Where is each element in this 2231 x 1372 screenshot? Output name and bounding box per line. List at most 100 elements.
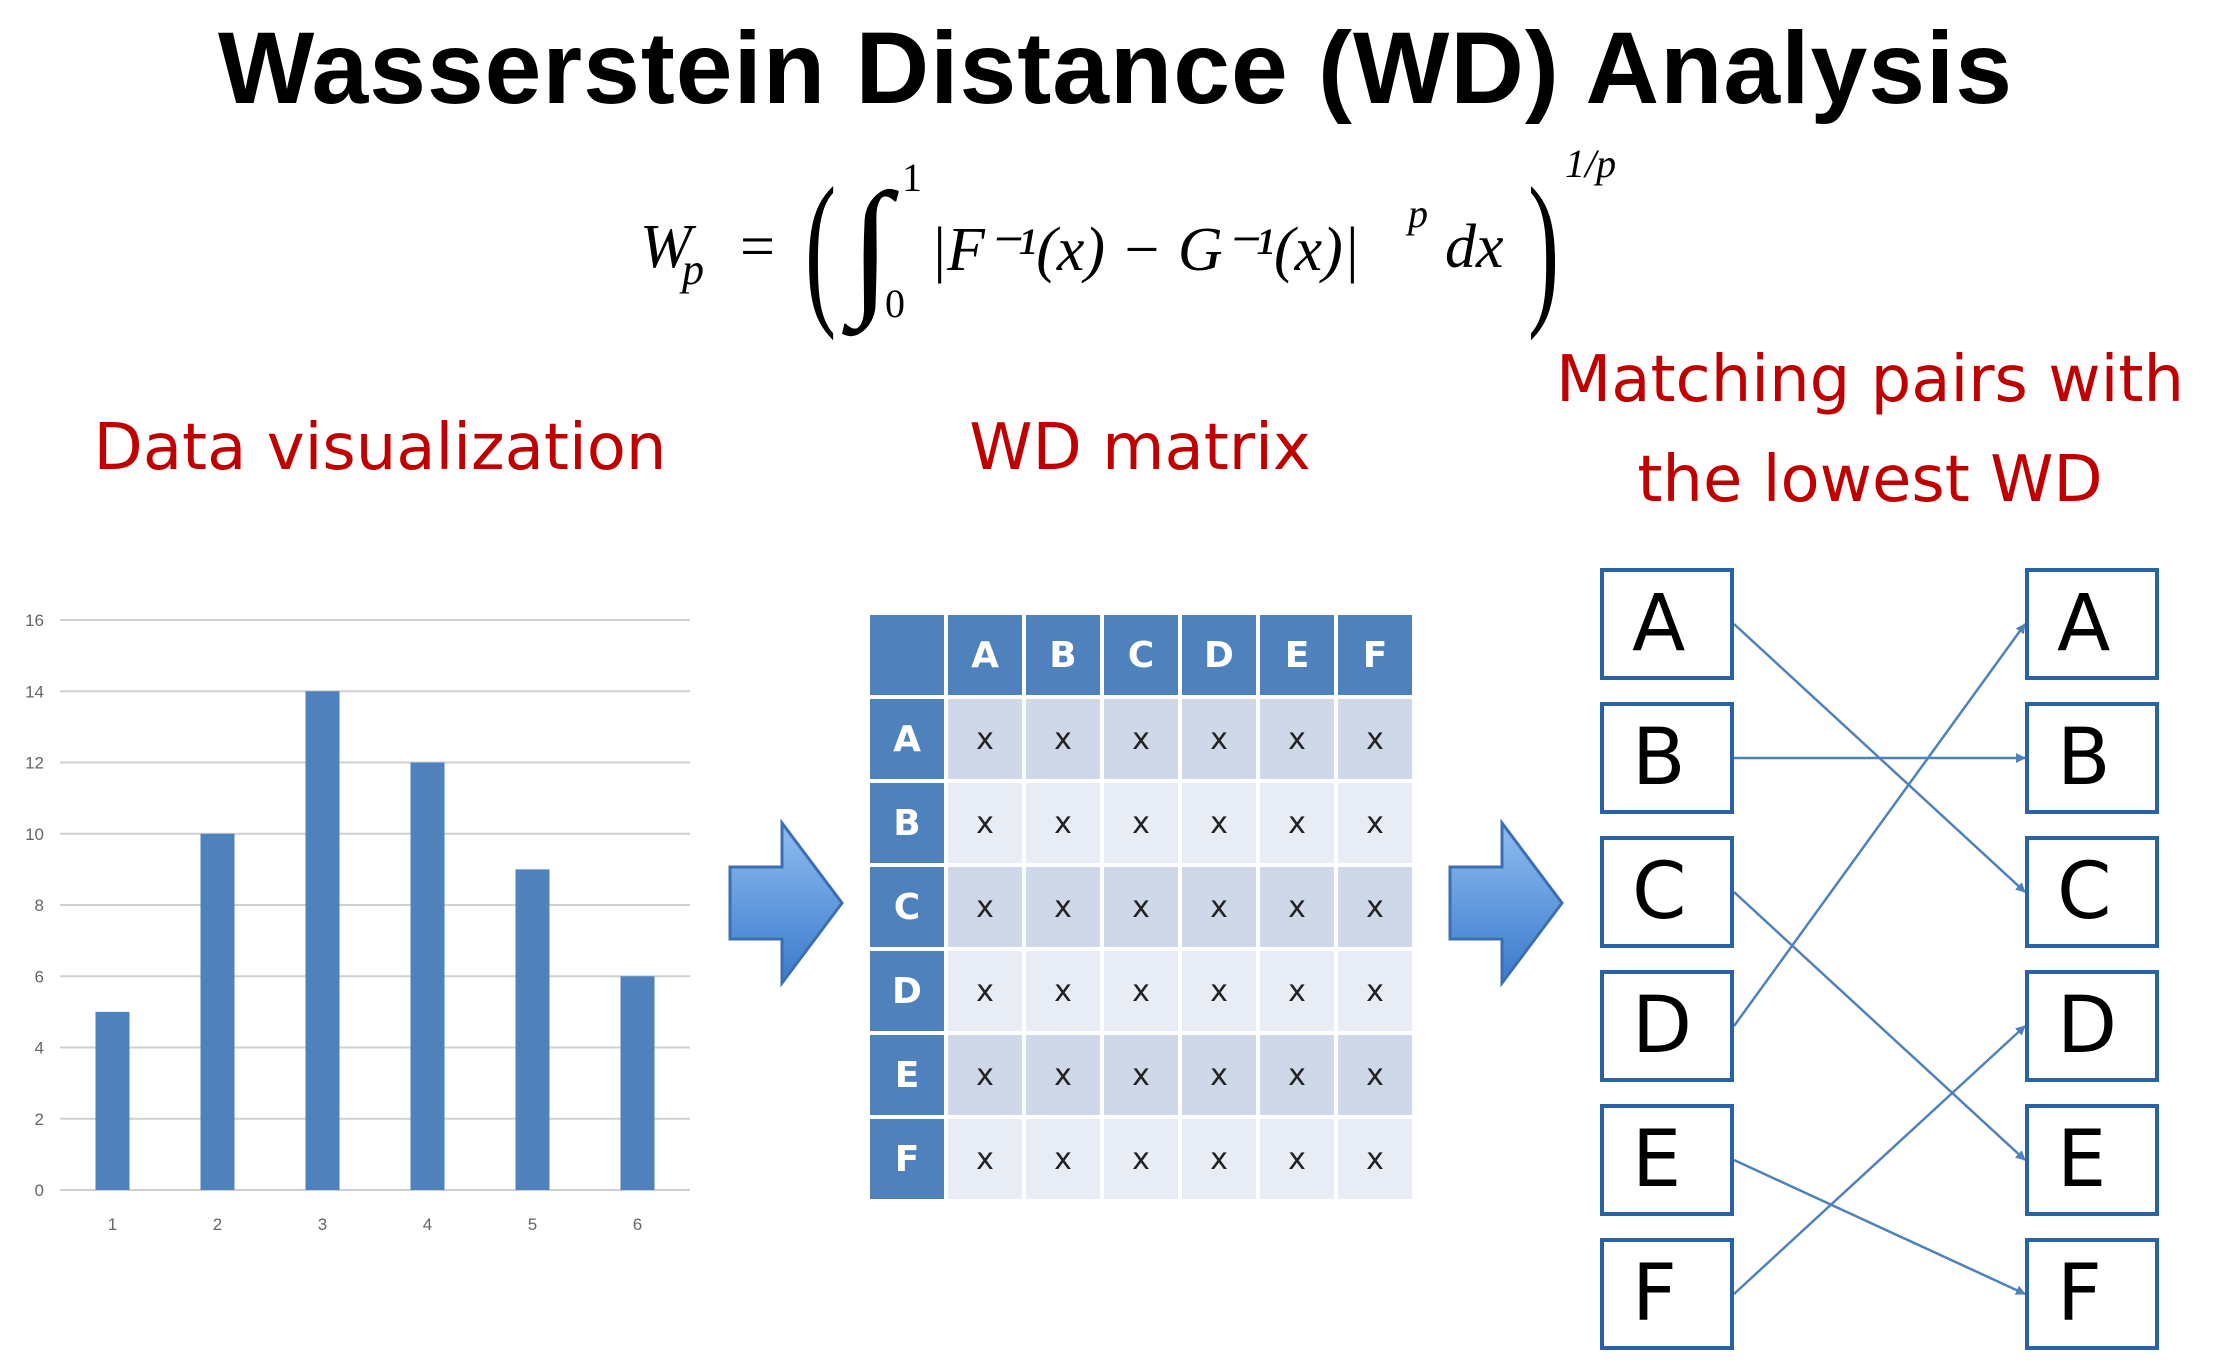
matrix-cell: x [1338,1119,1412,1199]
matrix-cell: x [1338,867,1412,947]
heading-wd-matrix: WD matrix [969,411,1311,485]
bar-5 [515,869,550,1190]
left-box-F: F [1600,1238,1734,1350]
x-tick-label: 2 [213,1215,222,1234]
matrix-cell: x [1026,783,1100,863]
matrix-cell: x [948,783,1022,863]
bar-4 [410,762,445,1190]
x-tick-label: 1 [108,1215,117,1234]
formula-dx: dx [1445,213,1504,281]
matrix-cell: x [1182,867,1256,947]
formula-lhs: W [640,213,692,281]
right-box-D: D [2025,970,2159,1082]
matrix-column-header: D [1182,615,1256,695]
y-tick-label: 6 [35,967,44,986]
matrix-cell: x [1104,951,1178,1031]
matrix-row-header: C [870,867,944,947]
matrix-cell: x [1260,1035,1334,1115]
left-box-A: A [1600,568,1734,680]
y-tick-label: 12 [25,754,44,773]
matrix-cell: x [1182,699,1256,779]
flow-arrow-right-2 [1448,818,1564,988]
right-box-E: E [2025,1104,2159,1216]
formula-integrand-power: p [1408,191,1428,236]
formula-lhs-subscript: p [682,245,704,294]
bar-3 [305,691,340,1190]
formula-right-paren: ) [1528,153,1560,341]
y-tick-label: 4 [35,1039,44,1058]
integral-upper-bound: 1 [902,155,922,200]
page-title: Wasserstein Distance (WD) Analysis [218,11,2013,125]
y-tick-label: 14 [25,682,44,701]
formula-integrand: |F⁻¹(x) − G⁻¹(x)| [930,216,1360,284]
left-box-D: D [1600,970,1734,1082]
bar-2 [200,833,235,1190]
matching-lines [1732,623,2027,1296]
matrix-cell: x [1338,783,1412,863]
matrix-cell: x [1182,1119,1256,1199]
matrix-cell: x [1026,1035,1100,1115]
matrix-column-header: E [1260,615,1334,695]
left-box-B: B [1600,702,1734,814]
matrix-cell: x [1338,699,1412,779]
matrix-cell: x [1182,783,1256,863]
match-line-C-E [1733,891,2026,1161]
matrix-cell: x [1104,867,1178,947]
formula-left-paren: ( [805,153,837,341]
y-tick-label: 10 [25,825,44,844]
flow-arrow-right [728,818,844,988]
matrix-cell: x [1260,867,1334,947]
matrix-cell: x [1104,699,1178,779]
matrix-cell: x [1182,951,1256,1031]
matrix-cell: x [1338,1035,1412,1115]
formula-outer-power: 1/p [1565,141,1617,186]
bar-1 [95,1011,130,1190]
y-tick-label: 0 [35,1181,44,1200]
matrix-cell: x [948,699,1022,779]
left-box-E: E [1600,1104,1734,1216]
matrix-cell: x [1026,867,1100,947]
matrix-cell: x [1338,951,1412,1031]
x-tick-label: 6 [633,1215,642,1234]
x-tick-label: 3 [318,1215,327,1234]
match-line-E-F [1733,1158,2026,1296]
matrix-row-header: E [870,1035,944,1115]
x-tick-label: 5 [528,1215,537,1234]
matrix-column-header: C [1104,615,1178,695]
matrix-row-header: D [870,951,944,1031]
matrix-column-header: F [1338,615,1412,695]
right-box-C: C [2025,836,2159,948]
matrix-cell: x [948,1035,1022,1115]
matrix-column-header: B [1026,615,1100,695]
matrix-cell: x [1104,1035,1178,1115]
heading-matching-line1: Matching pairs with [1556,343,2184,417]
wasserstein-formula: W p = ( ∫ 1 0 |F⁻¹(x) − G⁻¹(x)| p dx ) 1… [630,140,1660,341]
y-tick-label: 8 [35,896,44,915]
heading-matching-pairs: Matching pairs with the lowest WD [1510,330,2230,530]
bar-6 [620,976,655,1190]
match-line-F-D [1733,1025,2026,1295]
heading-data-visualization: Data visualization [93,411,667,485]
match-line-D-A [1732,623,2027,1027]
matrix-cell: x [1026,1119,1100,1199]
matrix-cell: x [948,1119,1022,1199]
matrix-cell: x [1104,783,1178,863]
integral-sign: ∫ [850,163,892,329]
matrix-cell: x [1260,951,1334,1031]
matrix-cell: x [1104,1119,1178,1199]
heading-matching-line2: the lowest WD [1637,443,2103,517]
matrix-column-header: A [948,615,1022,695]
matrix-cell: x [1026,699,1100,779]
right-box-B: B [2025,702,2159,814]
matrix-cell: x [1260,1119,1334,1199]
